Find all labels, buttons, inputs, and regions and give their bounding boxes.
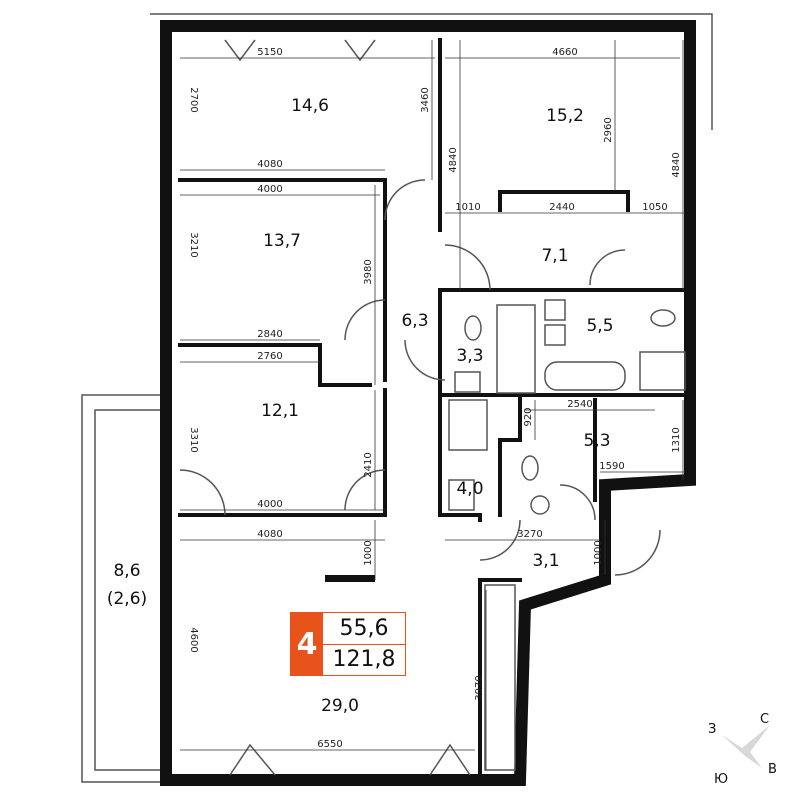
- compass-east: В: [768, 762, 777, 777]
- dimension: 4080: [257, 529, 282, 540]
- dimension: 1310: [671, 427, 682, 452]
- room-area: 13,7: [263, 231, 301, 251]
- total-area: 121,8: [332, 647, 396, 673]
- wall-stub: [325, 575, 375, 582]
- dimension: 2440: [549, 202, 574, 213]
- fixtures: [448, 299, 686, 771]
- dimension: 6550: [317, 739, 342, 750]
- dimension: 3980: [363, 259, 374, 284]
- doors: [179, 39, 661, 776]
- room-area: 15,2: [546, 106, 584, 126]
- inner-walls: [178, 38, 692, 782]
- dimension: 1050: [642, 202, 667, 213]
- outer-walls: [160, 20, 696, 786]
- room-area-secondary: (2,6): [107, 589, 147, 609]
- dimension-labels: 5150 4660 2700 3460 2960 4840 4840 4080 …: [188, 47, 682, 750]
- dimension: 2540: [567, 399, 592, 410]
- dimension: 4000: [257, 499, 282, 510]
- dimension: 2410: [363, 452, 374, 477]
- dimension: 5150: [257, 47, 282, 58]
- room-area: 7,1: [541, 246, 568, 266]
- dimension: 1010: [455, 202, 480, 213]
- living-area: 55,6: [323, 613, 405, 645]
- dimension: 920: [523, 407, 534, 426]
- dimension: 3070: [474, 675, 485, 700]
- dimension: 3460: [420, 87, 431, 112]
- balcony-outline: [81, 394, 160, 783]
- room-area: 14,6: [291, 96, 329, 116]
- dimension: 4000: [257, 184, 282, 195]
- dimension: 4840: [671, 152, 682, 177]
- compass-north: С: [760, 712, 770, 727]
- apartment-badge: 4 55,6 121,8: [290, 612, 406, 676]
- dimension: 4080: [257, 159, 282, 170]
- dimension: 2700: [188, 87, 199, 112]
- room-area: 6,3: [401, 311, 428, 331]
- room-area: 5,3: [583, 431, 610, 451]
- dimension: 2840: [257, 329, 282, 340]
- room-area: 3,1: [532, 551, 559, 571]
- room-area: 5,5: [586, 316, 613, 336]
- dimension: 1000: [363, 540, 374, 565]
- dimension: 1000: [593, 540, 604, 565]
- dimension: 4660: [552, 47, 577, 58]
- dimension: 3210: [188, 232, 199, 257]
- room-labels: 14,6 15,2 13,7 7,1 6,3 5,5 3,3 12,1 5,3 …: [107, 96, 614, 716]
- balcony-inner: [94, 409, 160, 771]
- dimension: 3270: [517, 529, 542, 540]
- dimension: 4840: [448, 147, 459, 172]
- dimension: 4600: [188, 627, 199, 652]
- room-area: 3,3: [456, 346, 483, 366]
- dimension: 2960: [603, 117, 614, 142]
- room-area: 4,0: [456, 479, 483, 499]
- room-area: 8,6: [113, 561, 140, 581]
- compass-south: Ю: [714, 772, 729, 787]
- dimension: 3310: [188, 427, 199, 452]
- dimension-lines: [180, 40, 685, 770]
- compass-icon: [722, 725, 770, 768]
- room-area: 29,0: [321, 696, 359, 716]
- room-area: 12,1: [261, 401, 299, 421]
- dimension: 2760: [257, 351, 282, 362]
- rooms-count: 4: [291, 613, 323, 675]
- compass-west: З: [708, 722, 717, 737]
- dimension: 1590: [599, 461, 624, 472]
- facade-line: [150, 13, 713, 130]
